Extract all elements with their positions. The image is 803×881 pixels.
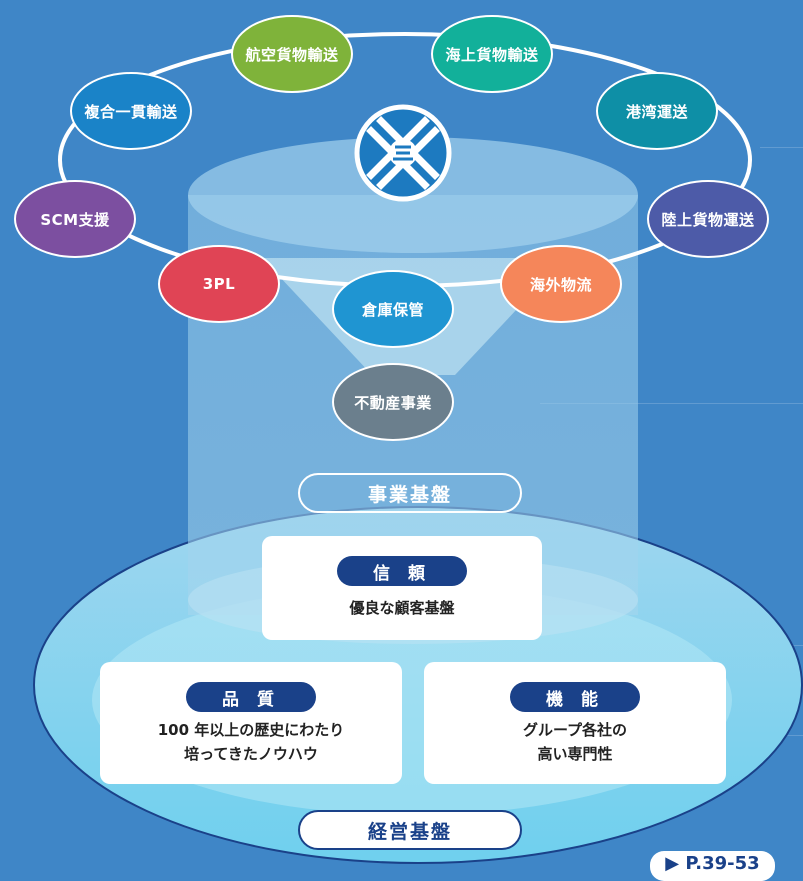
business-base-label: 事業基盤 bbox=[298, 473, 522, 513]
bg-line bbox=[760, 147, 803, 148]
service-warehousing: 倉庫保管 bbox=[332, 270, 454, 348]
service-3pl: 3PL bbox=[158, 245, 280, 323]
logo-mark-icon bbox=[354, 104, 452, 202]
card-function-text: グループ各社の 高い専門性 bbox=[522, 721, 628, 763]
service-sea-freight: 海上貨物輸送 bbox=[431, 15, 553, 93]
service-overseas-logistics: 海外物流 bbox=[500, 245, 622, 323]
card-function: 機 能 グループ各社の 高い専門性 bbox=[424, 662, 726, 784]
service-land-freight: 陸上貨物運送 bbox=[647, 180, 769, 258]
service-air-freight: 航空貨物輸送 bbox=[231, 15, 353, 93]
card-quality-title: 品 質 bbox=[186, 682, 316, 712]
company-logo bbox=[353, 103, 453, 203]
page-reference-link[interactable]: ▶ P.39-53 bbox=[650, 851, 775, 881]
card-quality-text: 100 年以上の歴史にわたり 培ってきたノウハウ bbox=[157, 721, 345, 763]
service-port-transport: 港湾運送 bbox=[596, 72, 718, 150]
card-quality: 品 質 100 年以上の歴史にわたり 培ってきたノウハウ bbox=[100, 662, 402, 784]
management-base-label: 経営基盤 bbox=[298, 810, 522, 850]
service-multimodal-transport: 複合一貫輸送 bbox=[70, 72, 192, 150]
service-real-estate: 不動産事業 bbox=[332, 363, 454, 441]
bg-line bbox=[540, 403, 803, 404]
card-trust-title: 信 頼 bbox=[337, 556, 467, 586]
card-trust-text: 優良な顧客基盤 bbox=[349, 599, 455, 617]
service-scm-support: SCM支援 bbox=[14, 180, 136, 258]
card-function-title: 機 能 bbox=[510, 682, 640, 712]
card-trust: 信 頼 優良な顧客基盤 bbox=[262, 536, 542, 640]
